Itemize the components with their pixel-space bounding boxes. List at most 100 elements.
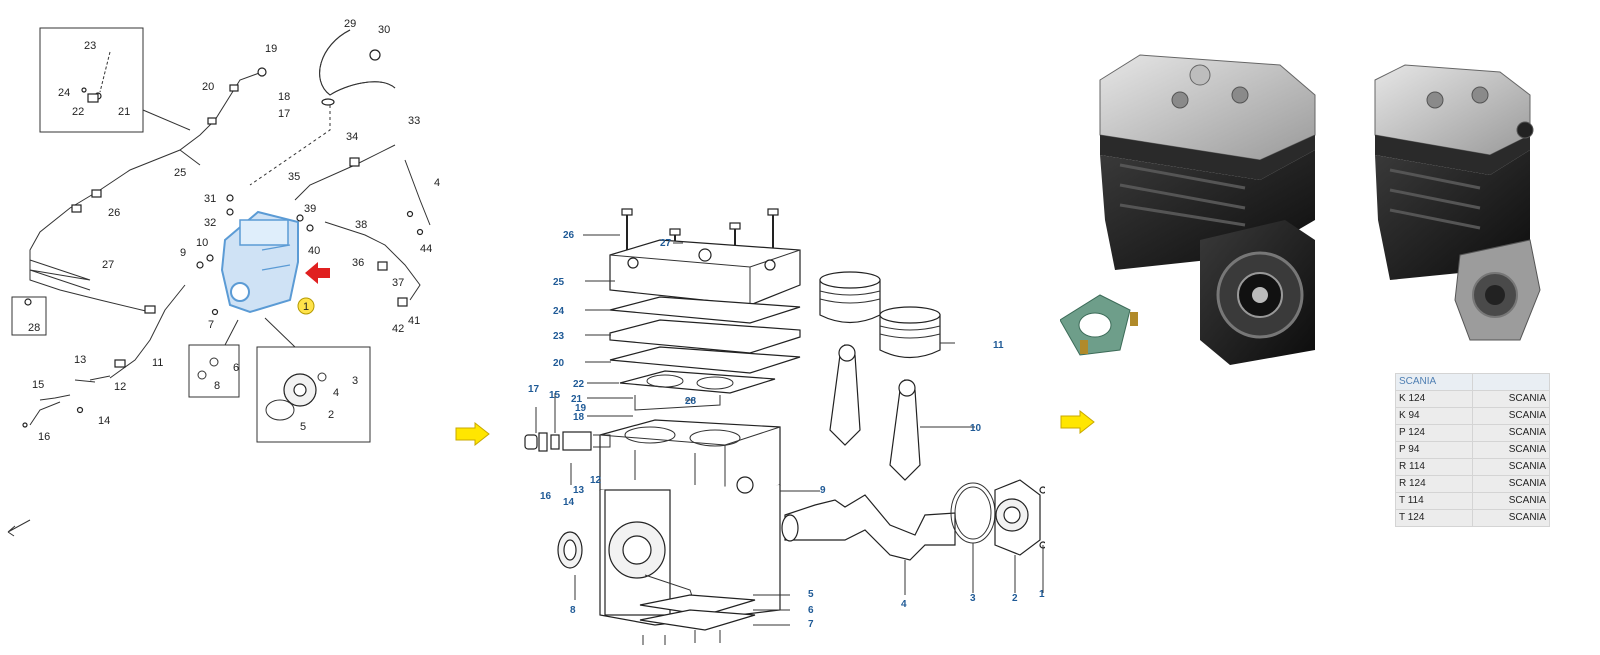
inset-box-28	[11, 296, 47, 336]
callout-m-1: 1	[1039, 589, 1045, 600]
callout-l-10: 10	[196, 237, 208, 249]
callout-l-5: 5	[300, 421, 306, 433]
callout-l-36: 36	[352, 257, 364, 269]
callout-l-44: 44	[420, 243, 432, 255]
callout-l-11: 11	[152, 357, 163, 369]
callout-l-17: 17	[278, 108, 290, 120]
callout-l-6: 6	[233, 362, 239, 374]
callout-l-25: 25	[174, 167, 186, 179]
left-diagram-svg: 23 24 22 21 19 20 18 17 29 30 34 33 25 2…	[7, 18, 456, 537]
callout-m-18: 18	[573, 412, 585, 423]
callout-l-12: 12	[114, 381, 126, 393]
compressor-image-rear	[1374, 64, 1541, 341]
brand-cell: SCANIA	[1472, 441, 1550, 459]
callout-l-23: 23	[84, 40, 96, 52]
callout-l-19: 19	[265, 43, 277, 55]
compressor-image-front	[1099, 54, 1316, 365]
table-row: R 114 SCANIA	[1395, 458, 1550, 476]
table-row: T 114 SCANIA	[1395, 492, 1550, 510]
inset-box-fittings	[39, 27, 144, 133]
compressor-photo-svg	[1059, 54, 1541, 365]
model-cell: R 114	[1395, 458, 1473, 476]
callout-m-23: 23	[553, 331, 565, 342]
red-pointer-arrow	[305, 262, 330, 284]
callout-l-29: 29	[344, 18, 356, 30]
callout-l-39: 39	[304, 203, 316, 215]
model-cell: K 124	[1395, 390, 1473, 408]
callout-l-33: 33	[408, 115, 420, 127]
model-cell: P 94	[1395, 441, 1473, 459]
callout-m-15: 15	[549, 390, 561, 401]
callout-l-43: 43	[434, 177, 440, 189]
callout-m-21: 21	[571, 394, 583, 405]
callout-m-5: 5	[808, 589, 814, 600]
middle-diagram-svg: 26 27 25 24 23 20 22 21 19 18 28 17 15 1…	[524, 208, 1047, 645]
callout-m-17: 17	[528, 384, 540, 395]
callout-l-2: 2	[328, 409, 334, 421]
callout-l-27: 27	[102, 259, 114, 271]
callout-l-32: 32	[204, 217, 216, 229]
orientation-arrow-icon	[7, 519, 31, 537]
compressor-highlight[interactable]	[220, 210, 299, 314]
table-row: K 94 SCANIA	[1395, 407, 1550, 425]
model-cell: T 124	[1395, 509, 1473, 527]
compressor-photos	[1059, 40, 1600, 370]
yellow-arrow-right-icon	[455, 422, 490, 446]
applications-table-header: SCANIA	[1395, 373, 1550, 391]
callout-l-28: 28	[28, 322, 40, 334]
callout-m-20: 20	[553, 358, 565, 369]
callout-m-16: 16	[540, 491, 552, 502]
left-exploded-diagram: 23 24 22 21 19 20 18 17 29 30 34 33 25 2…	[0, 0, 456, 650]
callout-l-22: 22	[72, 106, 84, 118]
callout-l-8: 8	[214, 380, 220, 392]
callout-m-4: 4	[901, 599, 907, 610]
brand-cell: SCANIA	[1472, 424, 1550, 442]
callout-m-6: 6	[808, 605, 814, 616]
callout-l-7: 7	[208, 319, 214, 331]
callout-m-8: 8	[570, 605, 576, 616]
table-row: R 124 SCANIA	[1395, 475, 1550, 493]
brand-cell: SCANIA	[1472, 475, 1550, 493]
callout-m-13: 13	[573, 485, 585, 496]
brand-cell: SCANIA	[1472, 390, 1550, 408]
callout-l-16: 16	[38, 431, 50, 443]
callout-l-41: 41	[408, 315, 420, 327]
callout-m-10: 10	[970, 423, 982, 434]
applications-table-header-cell: SCANIA	[1395, 373, 1473, 391]
gasket-image	[1059, 294, 1138, 356]
callout-l-30: 30	[378, 24, 390, 36]
model-cell: T 114	[1395, 492, 1473, 510]
callout-l-24: 24	[58, 87, 70, 99]
callout-l-40: 40	[308, 245, 320, 257]
brand-cell: SCANIA	[1472, 509, 1550, 527]
applications-table: SCANIA K 124 SCANIA K 94 SCANIA P 124 SC…	[1395, 373, 1550, 527]
model-cell: K 94	[1395, 407, 1473, 425]
callout-l-9: 9	[180, 247, 186, 259]
callout-l-34: 34	[346, 131, 358, 143]
brand-cell: SCANIA	[1472, 458, 1550, 476]
callout-l-18: 18	[278, 91, 290, 103]
callout-l-31: 31	[204, 193, 216, 205]
callout-l-21: 21	[118, 106, 130, 118]
table-row: P 124 SCANIA	[1395, 424, 1550, 442]
callout-m-7: 7	[808, 619, 814, 630]
table-row: P 94 SCANIA	[1395, 441, 1550, 459]
yellow-arrow-right-icon-2	[1060, 410, 1095, 434]
callout-m-27: 27	[660, 238, 672, 249]
callout-l-14: 14	[98, 415, 110, 427]
callout-l-38: 38	[355, 219, 367, 231]
callout-l-42: 42	[392, 323, 404, 335]
callout-m-12: 12	[590, 475, 602, 486]
callout-l-26: 26	[108, 207, 120, 219]
inset-box-drive-flange	[256, 346, 371, 443]
callout-l-13: 13	[74, 354, 86, 366]
model-cell: R 124	[1395, 475, 1473, 493]
callout-m-14: 14	[563, 497, 575, 508]
callout-l-15: 15	[32, 379, 44, 391]
brand-cell: SCANIA	[1472, 492, 1550, 510]
callout-m-26: 26	[563, 230, 575, 241]
table-row: K 124 SCANIA	[1395, 390, 1550, 408]
inset-box-orings	[188, 344, 240, 398]
callout-m-9: 9	[820, 485, 826, 496]
callout-m-24: 24	[553, 306, 565, 317]
